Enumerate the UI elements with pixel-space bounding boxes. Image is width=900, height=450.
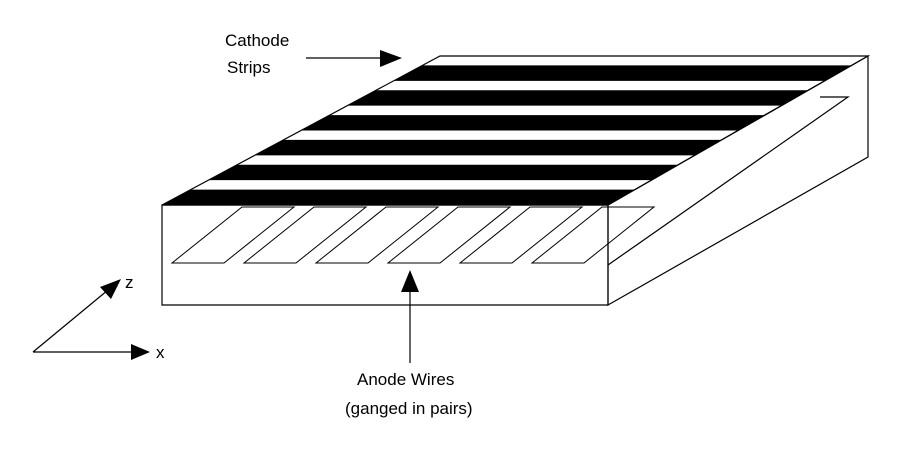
axis-z-arrow-head <box>100 279 121 299</box>
cathode-arrow-head <box>380 50 402 67</box>
cathode-strips <box>162 65 852 205</box>
cathode-strip <box>393 65 852 81</box>
anode-arrow-head <box>401 270 419 292</box>
anode-plane-edge <box>607 96 850 266</box>
anode-label-line1: Anode Wires <box>357 370 454 389</box>
axis-z-line <box>32 289 109 353</box>
cathode-strip <box>254 139 722 156</box>
anode-wire-pair <box>458 206 584 264</box>
cathode-strip <box>162 189 635 205</box>
anode-wire-pair <box>314 206 440 264</box>
cathode-strip <box>347 90 809 106</box>
anode-wire-pair <box>170 206 296 264</box>
anode-wire-pair <box>530 206 656 264</box>
axis-z-label: z <box>125 273 134 292</box>
axis-x-arrow-head <box>131 344 150 360</box>
cathode-strip <box>301 115 765 131</box>
cathode-label-line2: Strips <box>227 58 270 77</box>
anode-wires <box>170 206 656 264</box>
cathode-label-line1: Cathode <box>225 31 289 50</box>
axis-x-label: x <box>156 343 165 362</box>
anode-wire-pair <box>386 206 512 264</box>
detector-front-face <box>161 204 609 306</box>
anode-label-line2: (ganged in pairs) <box>345 399 473 418</box>
cathode-strip <box>208 164 679 181</box>
anode-wire-pair <box>242 206 368 264</box>
